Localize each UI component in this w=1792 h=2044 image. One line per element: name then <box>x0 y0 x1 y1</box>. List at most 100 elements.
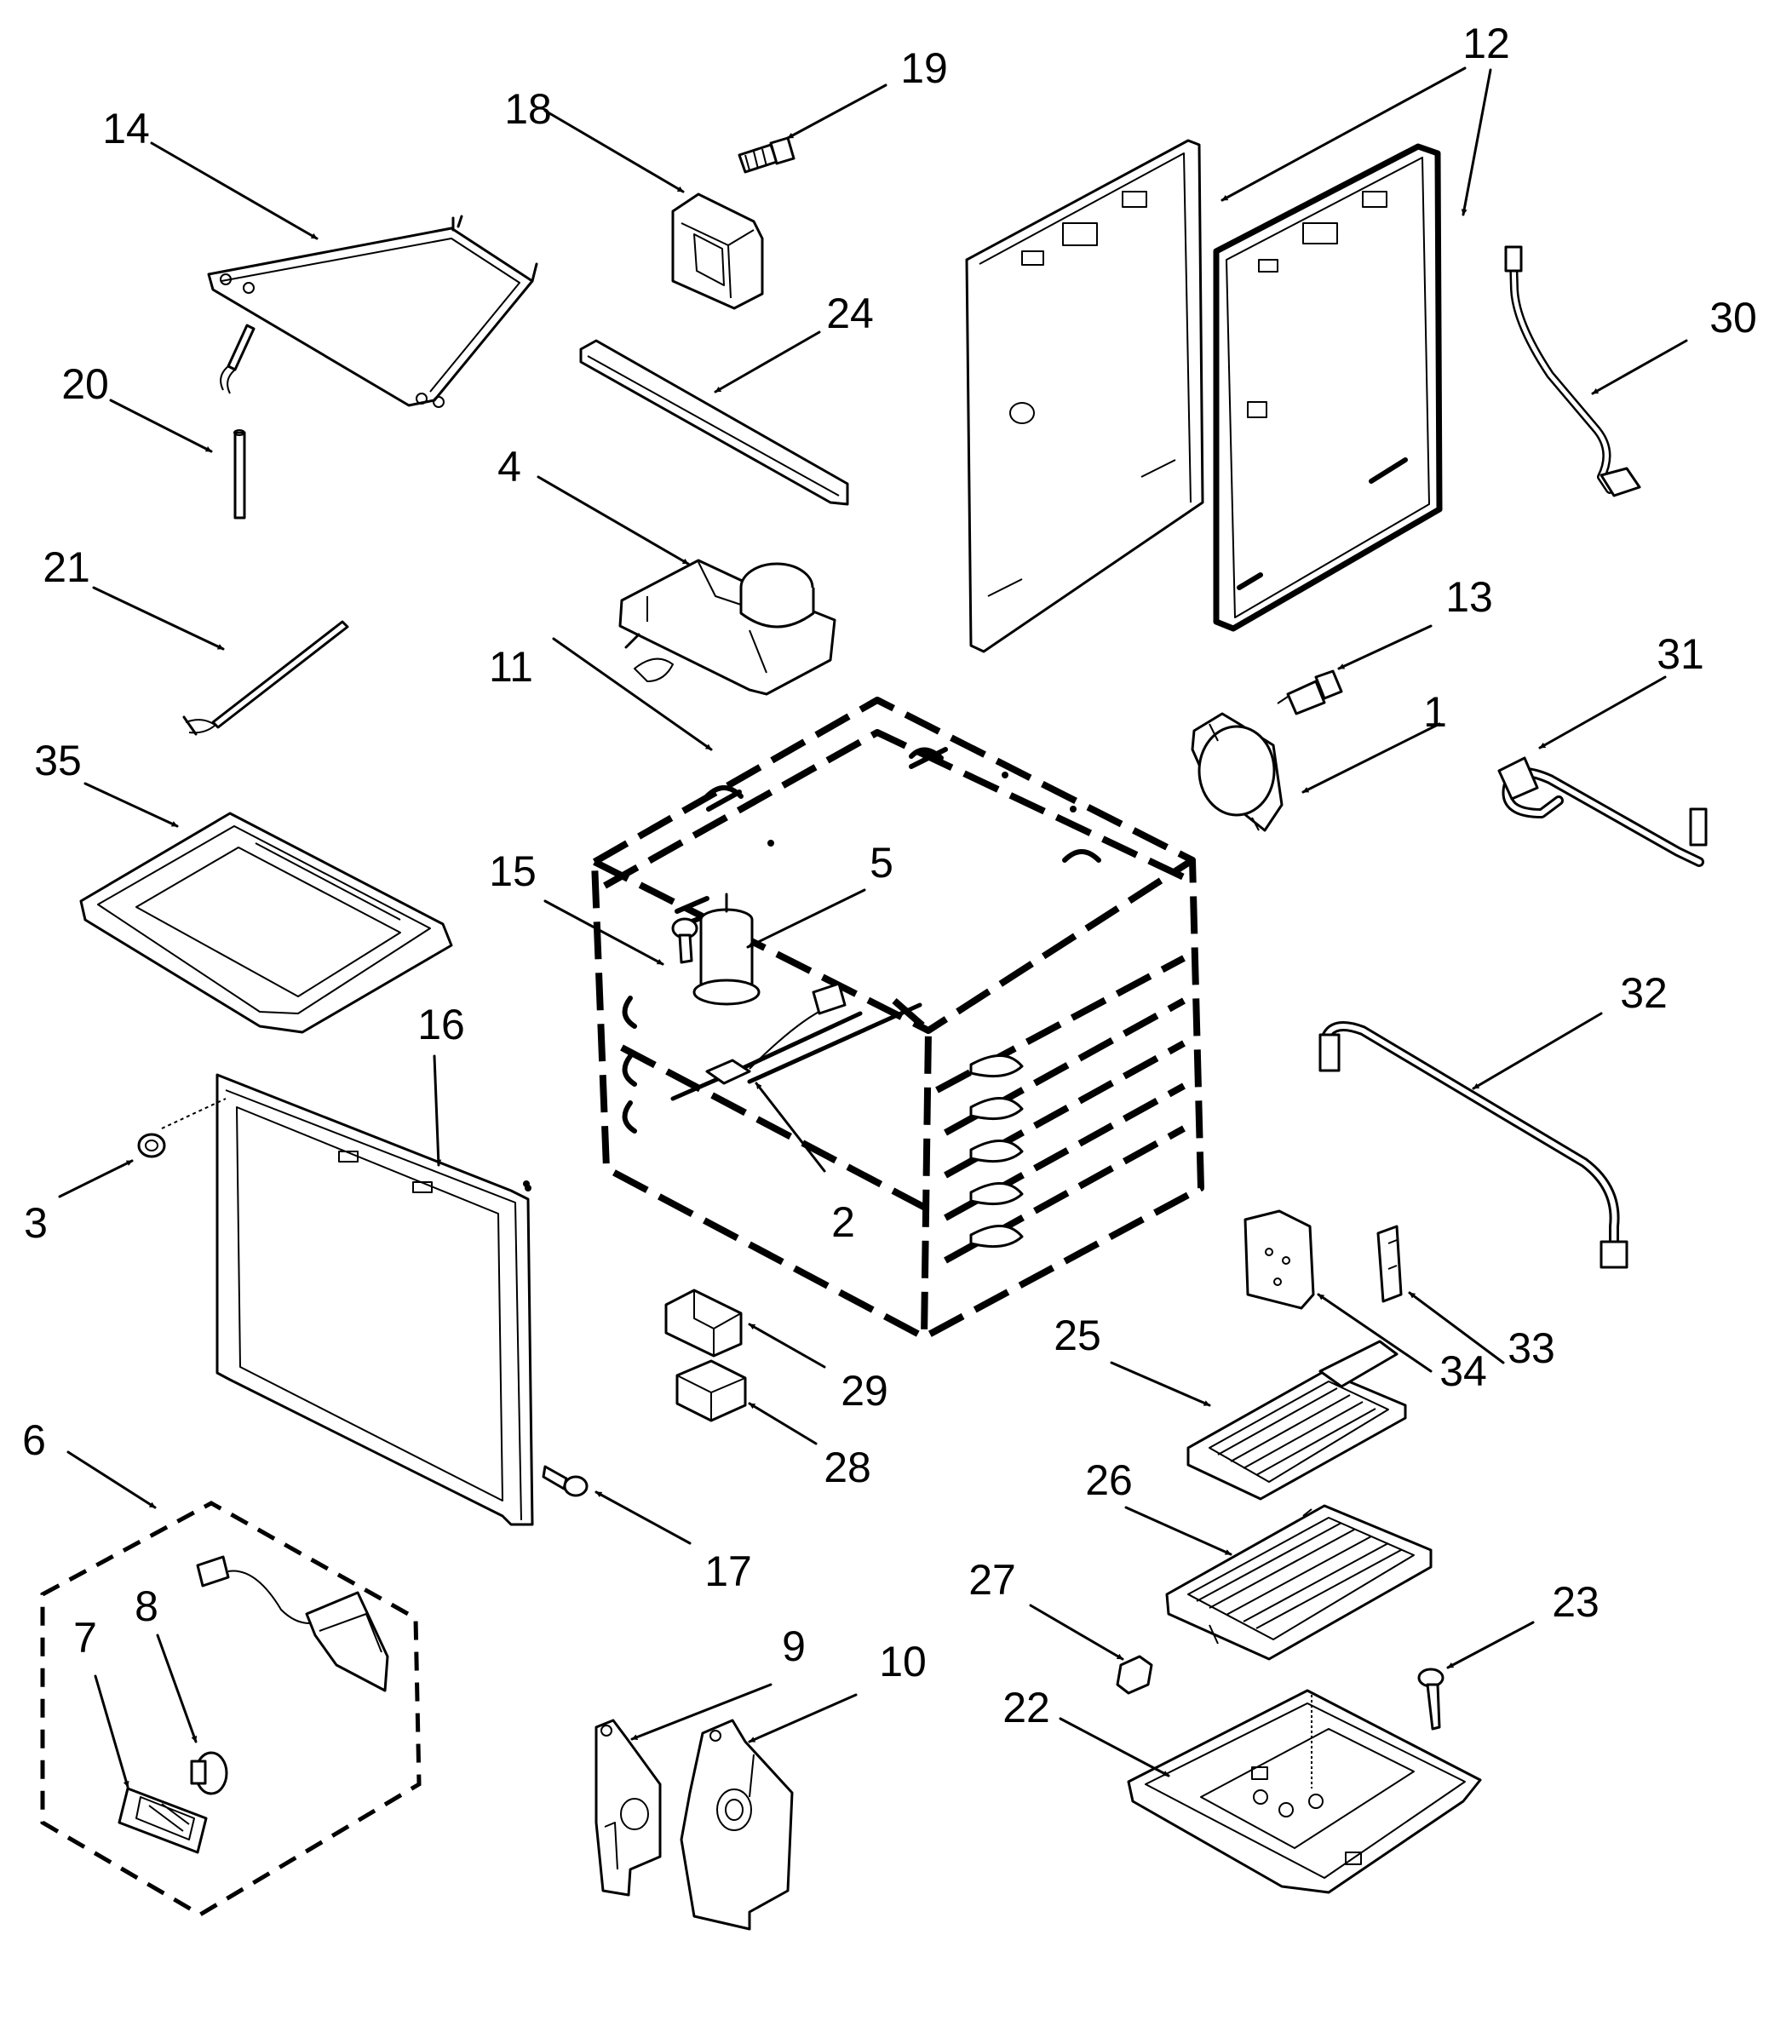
callout-5: 5 <box>870 839 893 887</box>
callout-22: 22 <box>1002 1684 1050 1731</box>
leader-7 <box>94 1674 129 1788</box>
part-14-plate <box>207 215 538 408</box>
part-6-light-assembly <box>40 1501 422 1917</box>
leader-arrows <box>58 66 1688 1788</box>
part-27-clip <box>1116 1655 1153 1695</box>
callout-labels: 1 2 3 4 5 6 7 8 9 10 11 12 13 14 15 16 1… <box>22 20 1757 1731</box>
leader-25 <box>1110 1361 1211 1407</box>
callout-11: 11 <box>489 643 533 691</box>
part-16-front-frame <box>161 1073 534 1526</box>
callout-4: 4 <box>497 443 521 491</box>
callout-21: 21 <box>43 543 90 591</box>
callout-12: 12 <box>1462 20 1510 67</box>
part-25-broil-burner <box>1186 1340 1407 1501</box>
leader-30 <box>1591 339 1688 395</box>
leader-10 <box>748 1693 858 1743</box>
callout-20: 20 <box>61 360 109 408</box>
part-31-tube <box>1497 756 1708 867</box>
part-19-screw <box>738 136 795 174</box>
callout-1: 1 <box>1423 688 1447 736</box>
part-9-hinge <box>594 1719 662 1897</box>
part-12-back-panel <box>965 139 1204 653</box>
leader-32 <box>1472 1012 1603 1090</box>
callout-31: 31 <box>1657 630 1704 678</box>
callout-26: 26 <box>1085 1456 1133 1504</box>
leader-11 <box>552 637 713 751</box>
part-35-tray <box>79 812 453 1034</box>
part-32-long-tube <box>1318 1021 1628 1269</box>
callout-18: 18 <box>504 85 552 133</box>
leader-29 <box>748 1323 826 1369</box>
callout-16: 16 <box>417 1001 465 1048</box>
part-3-knob <box>137 1133 166 1158</box>
callout-7: 7 <box>73 1614 97 1662</box>
callout-30: 30 <box>1709 294 1757 342</box>
part-11-oven-cavity <box>525 697 1204 1341</box>
leader-28 <box>748 1402 818 1445</box>
callout-35: 35 <box>34 737 82 784</box>
callout-2: 2 <box>831 1198 855 1246</box>
leader-24 <box>714 330 821 393</box>
leader-9 <box>630 1683 773 1741</box>
leader-21 <box>92 586 225 651</box>
part-22-bottom-pan <box>1127 1689 1482 1894</box>
callout-25: 25 <box>1054 1312 1101 1359</box>
callout-33: 33 <box>1508 1324 1555 1372</box>
part-8-bulb <box>190 1751 228 1795</box>
part-7-lens <box>118 1787 208 1854</box>
callout-17: 17 <box>704 1547 752 1595</box>
part-2-sensor <box>705 982 847 1085</box>
part-29-box <box>664 1289 743 1358</box>
leader-2 <box>755 1082 826 1173</box>
leader-8 <box>156 1633 198 1743</box>
leader-17 <box>594 1490 692 1545</box>
part-12-front-panel <box>1213 143 1443 632</box>
leader-6 <box>66 1450 157 1509</box>
callout-34: 34 <box>1439 1347 1487 1395</box>
leader-1 <box>1301 722 1441 794</box>
leader-33 <box>1408 1291 1505 1364</box>
callout-23: 23 <box>1552 1578 1600 1626</box>
callout-27: 27 <box>968 1556 1016 1604</box>
callout-14: 14 <box>102 105 150 152</box>
part-24-rail <box>579 339 849 506</box>
leader-31 <box>1538 675 1667 749</box>
callout-13: 13 <box>1445 573 1493 621</box>
leader-12b <box>1461 68 1492 216</box>
part-26-bake-burner <box>1165 1504 1433 1661</box>
part-17-screw <box>542 1465 589 1497</box>
callout-6: 6 <box>22 1416 46 1464</box>
part-1-thermostat <box>1191 712 1284 832</box>
leader-34 <box>1317 1293 1433 1373</box>
callout-29: 29 <box>841 1367 888 1415</box>
leader-22 <box>1059 1717 1170 1777</box>
callout-9: 9 <box>782 1622 806 1670</box>
leader-15 <box>543 899 664 966</box>
leader-27 <box>1029 1604 1124 1661</box>
leader-35 <box>83 782 179 828</box>
part-21-sensor-rod <box>182 620 349 736</box>
callout-15: 15 <box>489 847 537 895</box>
leader-5 <box>746 888 866 949</box>
leader-16 <box>433 1054 442 1167</box>
leader-12a <box>1221 66 1467 202</box>
leader-14 <box>150 141 319 240</box>
part-23-screw <box>1417 1668 1445 1731</box>
part-20-igniter <box>220 324 256 520</box>
part-10-hinge <box>680 1719 794 1931</box>
callout-28: 28 <box>824 1444 871 1491</box>
part-33-hinge <box>1376 1225 1403 1303</box>
part-5-igniter <box>692 893 761 1006</box>
callout-24: 24 <box>826 290 874 337</box>
part-13-screw <box>1277 669 1343 715</box>
leader-19 <box>786 83 887 140</box>
leader-4 <box>537 475 690 566</box>
part-30-gas-tube <box>1504 245 1641 497</box>
leader-26 <box>1124 1506 1232 1556</box>
part-34-bracket-plate <box>1243 1209 1315 1310</box>
leader-18 <box>543 109 685 193</box>
part-4-valve-assembly <box>618 559 836 696</box>
callout-8: 8 <box>135 1582 158 1630</box>
callout-32: 32 <box>1620 969 1668 1017</box>
